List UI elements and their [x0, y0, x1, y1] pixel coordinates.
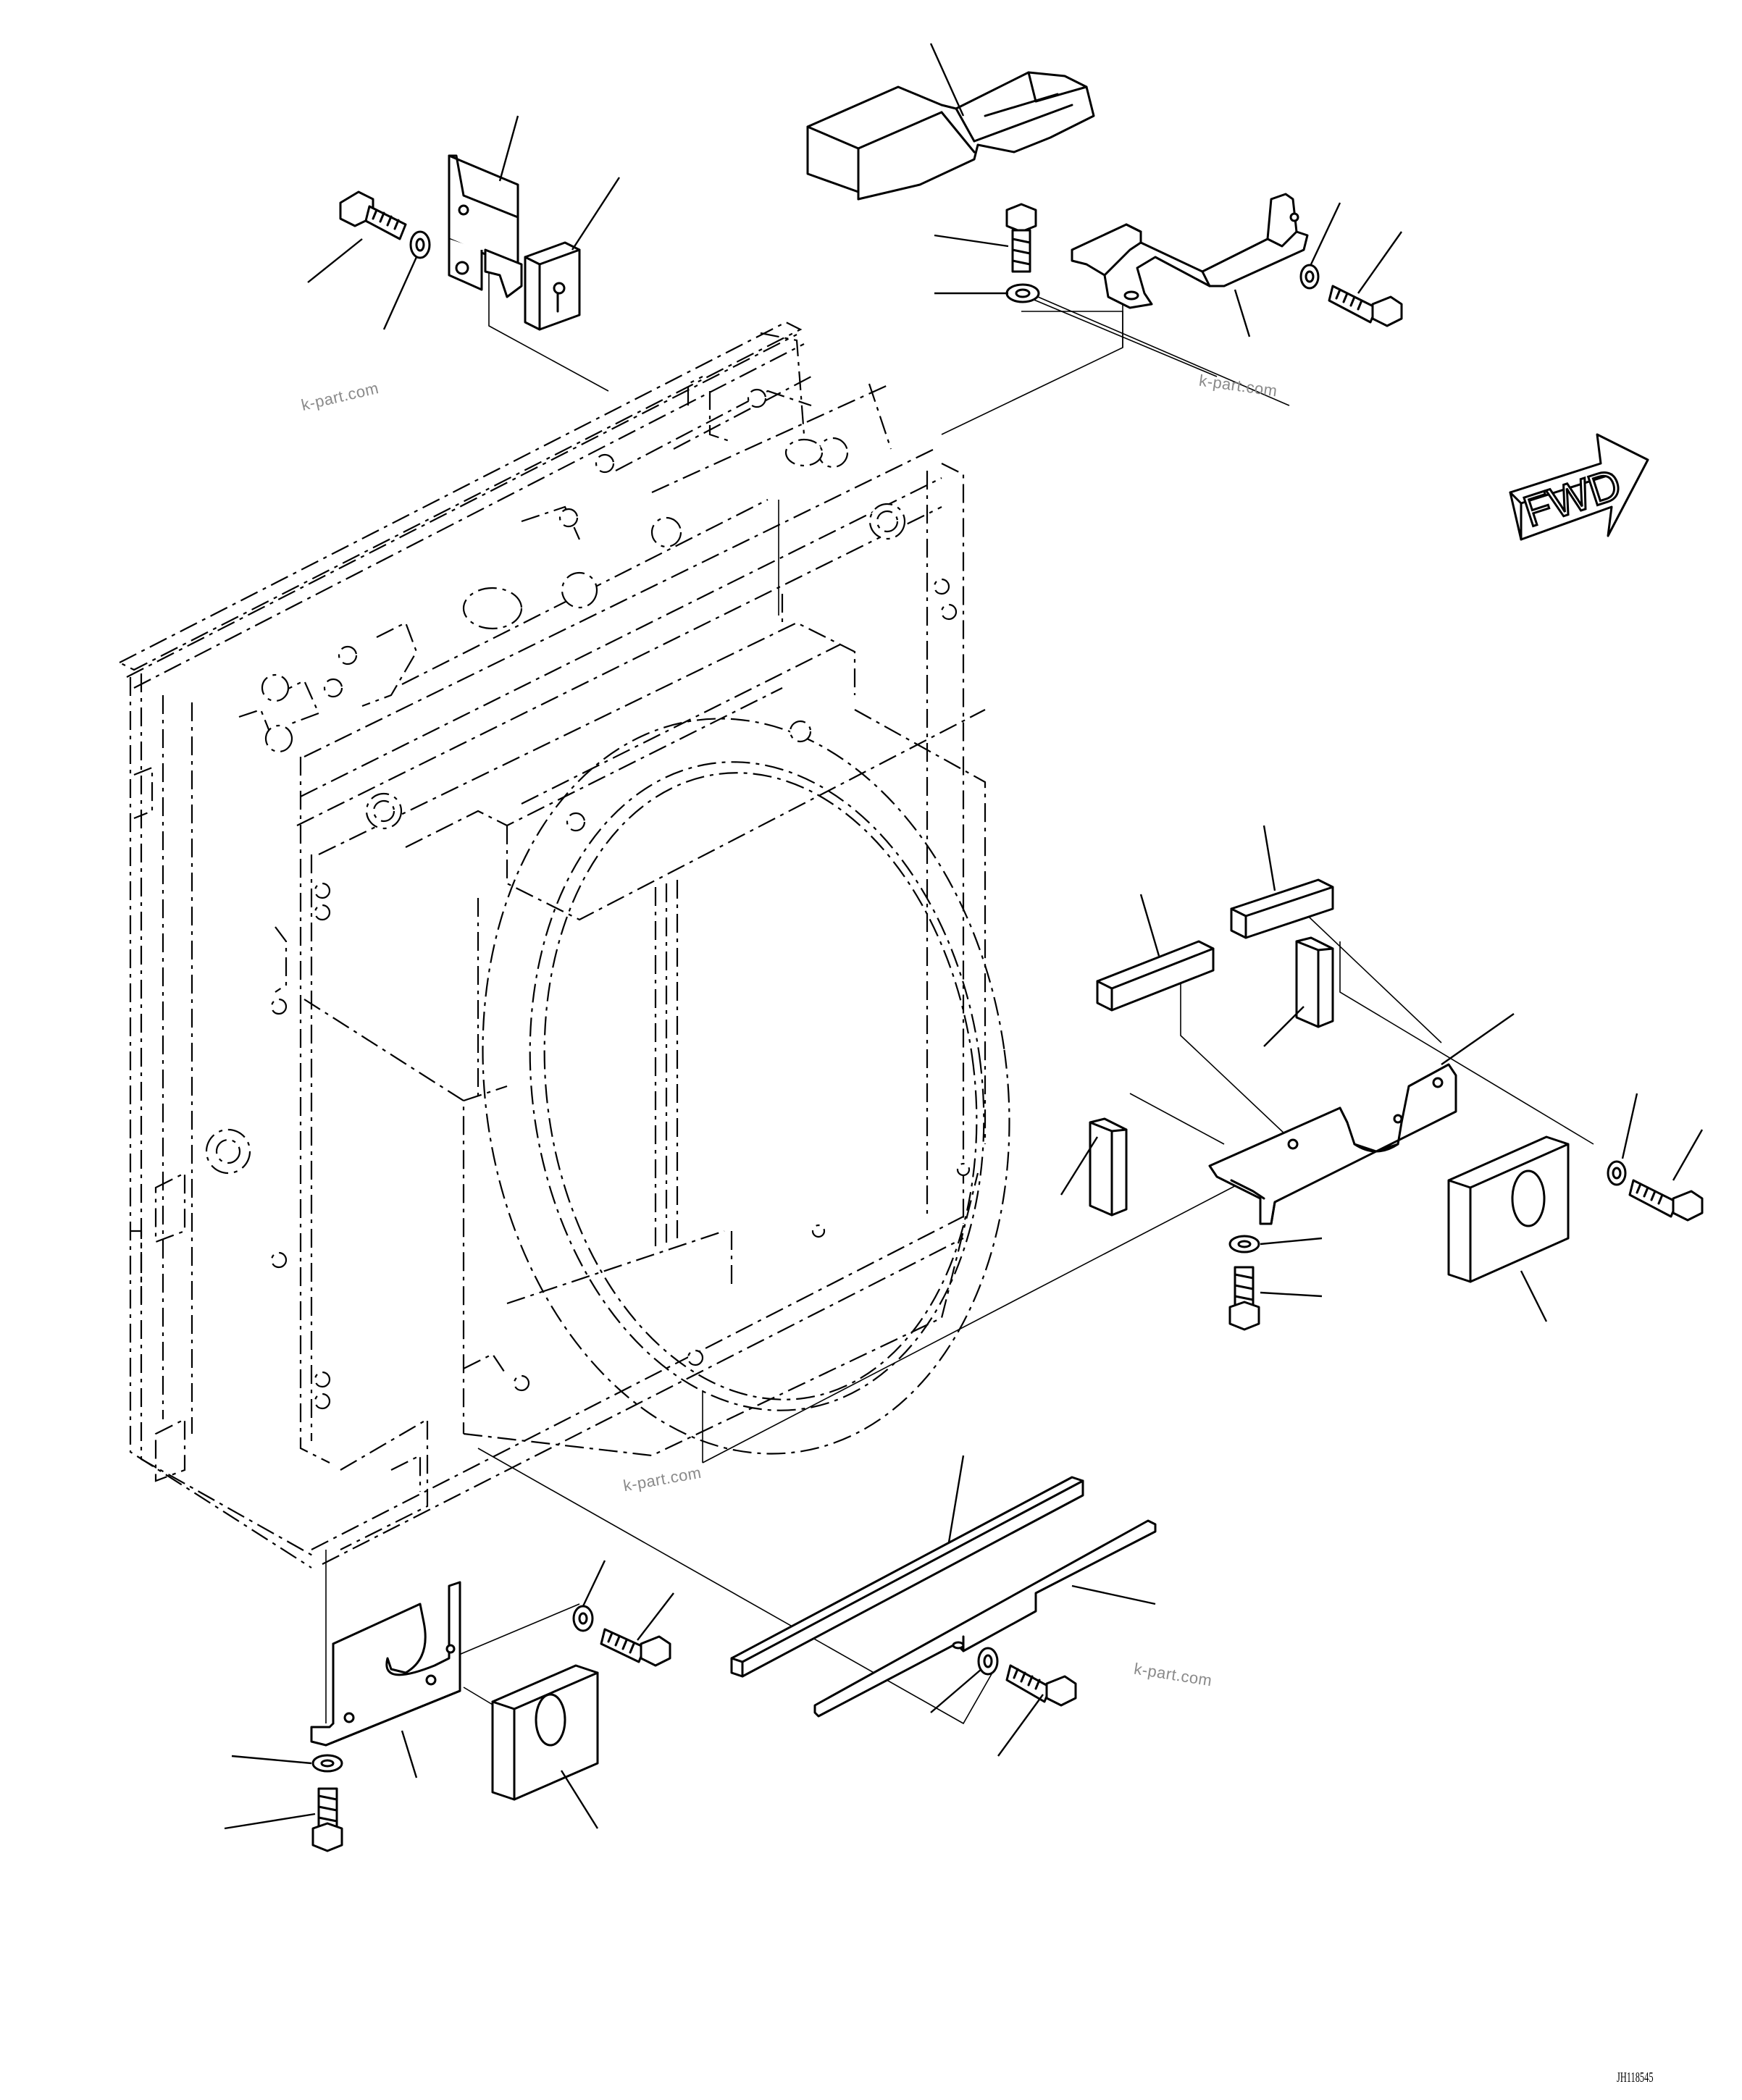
right-pad-block-1 — [1295, 936, 1334, 1028]
drawing-code: JH118545 — [1617, 2070, 1654, 2086]
right-pad-strip-1 — [1230, 878, 1334, 939]
top-right-washer — [1299, 264, 1320, 290]
top-center-bolt — [1005, 203, 1037, 273]
radiator-frame — [117, 321, 1010, 1568]
right-washer — [1607, 1160, 1627, 1186]
connection-lines — [325, 261, 1594, 1725]
top-right-bolt — [1328, 285, 1403, 327]
bottom-long-bar — [813, 1519, 1157, 1718]
bottom-left-bolt-b — [311, 1787, 343, 1852]
leader-lines — [224, 43, 1704, 1830]
top-left-block — [524, 241, 581, 331]
top-left-washer — [409, 230, 431, 259]
top-left-bolt — [339, 190, 407, 240]
top-duct-block — [806, 71, 1095, 201]
bottom-center-bolt — [1005, 1664, 1077, 1707]
center-right-washer — [1228, 1235, 1260, 1253]
bottom-long-strip — [730, 1476, 1084, 1678]
bottom-left-bracket — [310, 1581, 461, 1747]
bottom-left-bolt-a — [600, 1628, 671, 1667]
bottom-left-square-pad — [491, 1664, 599, 1801]
right-square-pad — [1447, 1135, 1570, 1283]
right-bolt — [1628, 1179, 1704, 1222]
right-pad-block-2 — [1089, 1117, 1128, 1217]
right-bracket — [1208, 1063, 1457, 1225]
bottom-left-washer-a — [572, 1605, 594, 1632]
top-center-washer — [1005, 283, 1040, 303]
bottom-left-washer-b — [311, 1754, 343, 1773]
right-pad-strip-2 — [1096, 940, 1215, 1012]
forward-direction-arrow: FWD — [1509, 433, 1649, 541]
top-left-bracket — [448, 154, 523, 298]
center-right-bolt — [1228, 1266, 1260, 1331]
bottom-center-washer — [977, 1647, 999, 1676]
top-center-bracket — [1071, 193, 1309, 309]
